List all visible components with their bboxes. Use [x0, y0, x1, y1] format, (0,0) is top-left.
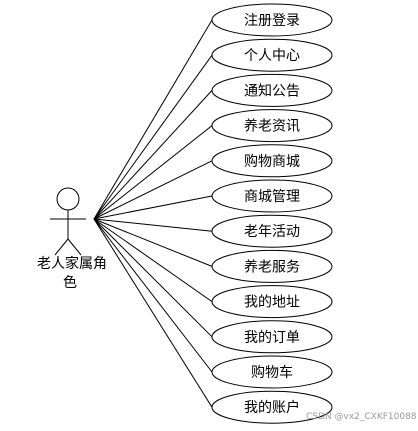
use-case-label: 我的账户	[244, 399, 300, 416]
use-case-ellipse	[211, 390, 333, 424]
use-case-ellipse	[211, 109, 333, 143]
use-case-ellipse	[211, 38, 333, 72]
actor-right-leg	[67, 238, 82, 256]
use-case-label: 注册登录	[244, 13, 300, 29]
use-case-label: 老年活动	[244, 224, 300, 240]
use-case-label: 我的地址	[244, 295, 300, 311]
watermark: CSDN @vx2_CXKF10088	[306, 412, 417, 422]
association-line	[93, 54, 213, 220]
association-line	[93, 195, 213, 220]
associations	[93, 19, 213, 408]
use-case-label: 商城管理	[244, 189, 300, 205]
actor-left-leg	[54, 238, 69, 256]
association-line	[93, 218, 213, 408]
association-line	[93, 218, 213, 373]
use-case-label: 养老服务	[244, 259, 300, 275]
use-case-ellipse	[211, 3, 333, 37]
use-case-label: 个人中心	[244, 48, 300, 64]
association-line	[93, 160, 213, 220]
use-case-ellipse	[211, 179, 333, 213]
actor-head	[56, 187, 80, 211]
association-line	[93, 218, 213, 303]
actor-label-line2: 色	[63, 274, 77, 291]
use-case-ellipse	[211, 144, 333, 178]
use-case-ellipse	[211, 214, 333, 248]
use-cases: 注册登录个人中心通知公告养老资讯购物商城商城管理老年活动养老服务我的地址我的订单…	[211, 3, 333, 424]
use-case-label: 我的订单	[244, 330, 300, 346]
association-line	[93, 218, 213, 338]
association-line	[93, 218, 213, 232]
use-case-label: 养老资讯	[244, 119, 300, 135]
use-case-ellipse	[211, 355, 333, 389]
use-case-ellipse	[211, 320, 333, 354]
association-line	[93, 19, 213, 220]
association-line	[93, 218, 213, 267]
association-line	[93, 125, 213, 220]
use-case-ellipse	[211, 285, 333, 319]
association-line	[93, 90, 213, 220]
actor-label-line1: 老人家属角	[37, 255, 107, 272]
use-case-label: 通知公告	[244, 82, 300, 99]
use-case-ellipse	[211, 249, 333, 283]
use-case-ellipse	[211, 73, 333, 107]
use-case-label: 购物车	[251, 364, 293, 381]
use-case-label: 购物商城	[244, 154, 300, 170]
actor-figure: 老人家属角 色	[37, 187, 107, 291]
